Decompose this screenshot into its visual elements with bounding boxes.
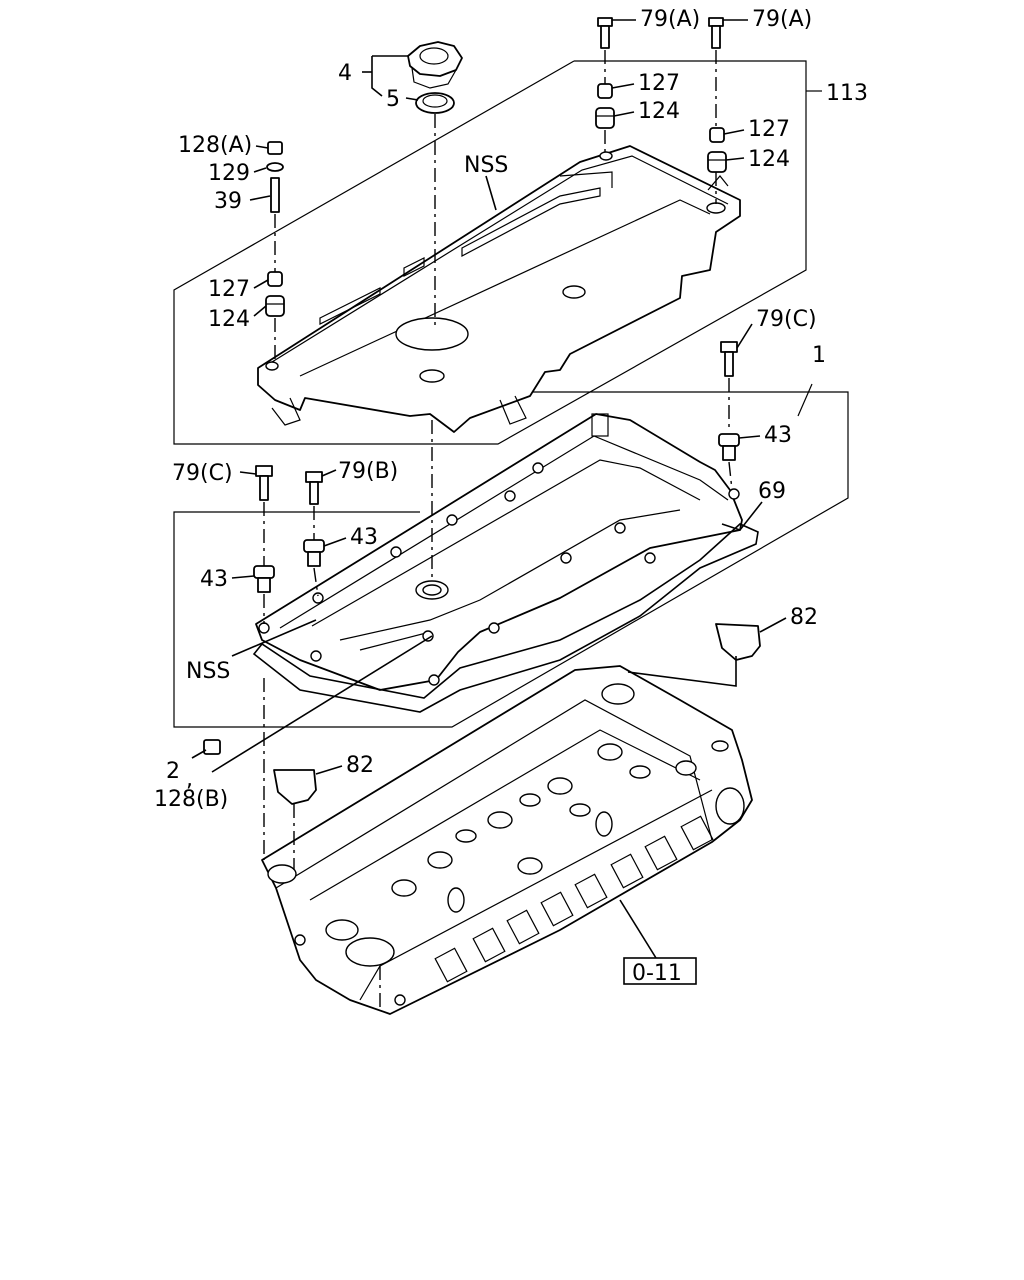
leader-lines <box>191 19 787 959</box>
gasket <box>252 523 759 713</box>
bolt-79b <box>305 471 323 505</box>
label-5: 5 <box>386 87 400 112</box>
label-39: 39 <box>214 189 242 214</box>
label-128b: 128(B) <box>154 787 228 812</box>
label-1: 1 <box>812 343 826 368</box>
label-113: 113 <box>826 81 868 106</box>
label-124-left: 124 <box>208 307 250 332</box>
label-43-right: 43 <box>764 423 792 448</box>
grommet-124-left <box>265 295 285 317</box>
spacer-127-top <box>597 83 613 99</box>
spacer-43-left <box>253 565 275 593</box>
grommet-124-right <box>707 151 727 173</box>
label-nss-bottom: NSS <box>186 659 230 684</box>
label-129: 129 <box>208 161 250 186</box>
washer-129 <box>266 162 284 172</box>
label-79a-right: 79(A) <box>752 7 812 32</box>
label-79a-left: 79(A) <box>640 7 700 32</box>
nut-128a <box>267 141 283 155</box>
label-127-top: 127 <box>638 71 680 96</box>
bolt-79c-left <box>255 465 273 501</box>
label-79c-left: 79(C) <box>172 461 233 486</box>
spacer-127-left <box>267 271 283 287</box>
head-cover-lower <box>255 413 743 691</box>
nut-128b <box>203 739 221 755</box>
cylinder-head <box>261 665 753 1015</box>
label-43-left: 43 <box>200 567 228 592</box>
spacer-127-right <box>709 127 725 143</box>
label-2: 2 <box>166 759 180 784</box>
group-frame-1 <box>173 383 849 728</box>
grommet-124-top <box>595 107 615 129</box>
callout-labels: 79(A) 79(A) 4 5 127 124 113 128(A) 129 3… <box>154 7 868 812</box>
oil-filler-cap <box>407 41 463 89</box>
spacer-43-mid <box>303 539 325 567</box>
bolt-79a-left <box>597 17 613 49</box>
label-79b: 79(B) <box>338 459 398 484</box>
valve-cover <box>257 145 741 433</box>
label-127-left: 127 <box>208 277 250 302</box>
label-4: 4 <box>338 61 352 86</box>
label-82-right: 82 <box>790 605 818 630</box>
label-43-mid: 43 <box>350 525 378 550</box>
label-127-right: 127 <box>748 117 790 142</box>
label-79c-right: 79(C) <box>756 307 817 332</box>
plug-82-right <box>715 623 761 661</box>
group-frame-113 <box>173 60 822 445</box>
stud-39 <box>270 177 280 213</box>
label-128a: 128(A) <box>178 133 252 158</box>
label-124-top: 124 <box>638 99 680 124</box>
label-2-separator: , <box>186 767 193 792</box>
assembly-lines <box>211 50 737 870</box>
oil-cap-seal <box>415 92 455 114</box>
bolt-79c-right <box>720 341 738 377</box>
label-124-right: 124 <box>748 147 790 172</box>
bolt-79a-right <box>708 17 724 49</box>
label-69: 69 <box>758 479 786 504</box>
reference-box: 0-11 <box>623 957 697 986</box>
reference-label: 0-11 <box>632 961 682 986</box>
label-nss-top: NSS <box>464 153 508 178</box>
plug-82-left <box>273 769 317 805</box>
label-82-left: 82 <box>346 753 374 778</box>
spacer-43-right <box>718 433 740 461</box>
